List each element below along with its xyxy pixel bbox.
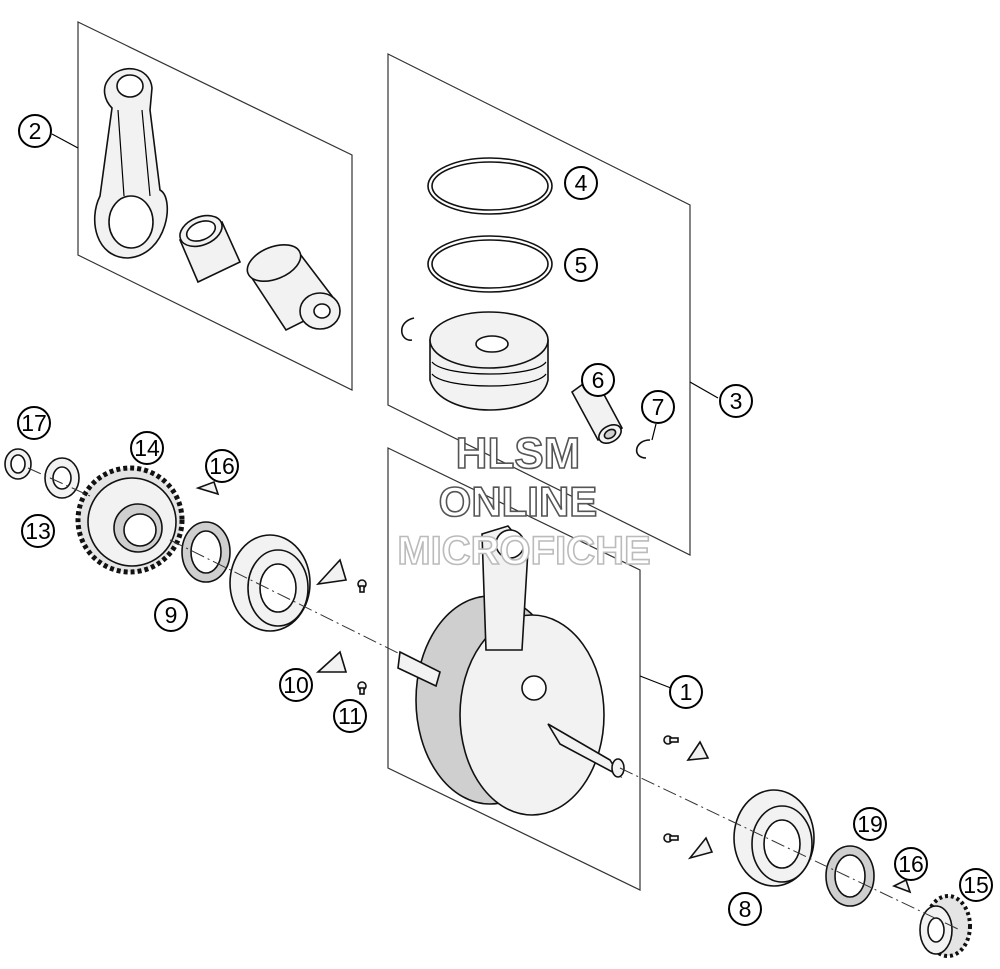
piston-clip-right-part: [635, 439, 651, 459]
svg-text:16: 16: [209, 453, 235, 479]
leader-2: [51, 133, 79, 149]
callout-10: 10: [279, 668, 313, 702]
screw-right-upper-part: [663, 735, 679, 745]
piston-clip-left-part: [400, 317, 415, 341]
svg-text:11: 11: [338, 703, 362, 729]
crankshaft-part: [397, 525, 625, 816]
callout-2: 2: [18, 114, 52, 148]
callout-7: 7: [641, 390, 675, 424]
locking-plate-right-upper-part: [686, 740, 710, 761]
woodruff-key-16-right-part: [892, 878, 912, 894]
piston-ring-1-part: [427, 157, 553, 215]
callout-1: 1: [669, 675, 703, 709]
connecting-rod-part: [93, 67, 168, 259]
piston-ring-2-part: [427, 235, 553, 293]
shaft-seal-19-part: [825, 845, 875, 907]
callout-3: 3: [719, 384, 753, 418]
callout-19: 19: [853, 807, 887, 841]
gear-14-part: [75, 465, 185, 575]
watermark-line-1: HLSM: [456, 429, 581, 478]
locking-plate-right-lower-part: [687, 836, 714, 860]
seal-ring-17-part: [4, 448, 32, 480]
locking-plate-upper-part: [315, 558, 348, 586]
spacer-13-part: [44, 457, 80, 499]
screw-upper-part: [357, 579, 367, 593]
callout-13: 13: [21, 514, 55, 548]
callout-16-right: 16: [894, 847, 928, 881]
svg-text:2: 2: [29, 118, 42, 144]
screw-lower-part: [357, 681, 367, 695]
callout-11: 11: [333, 699, 367, 733]
locking-plate-lower-part: [315, 650, 348, 673]
svg-text:4: 4: [575, 170, 588, 196]
callout-9: 9: [154, 598, 188, 632]
gear-15-part: [919, 894, 972, 958]
callout-4: 4: [564, 166, 598, 200]
main-bearing-right-part: [733, 789, 815, 887]
woodruff-key-16-part: [195, 480, 220, 496]
piston-part: [429, 311, 549, 411]
svg-text:14: 14: [134, 435, 160, 461]
main-bearing-left-part: [229, 534, 311, 632]
svg-text:19: 19: [857, 811, 883, 837]
svg-text:17: 17: [21, 410, 47, 436]
callout-17: 17: [17, 406, 51, 440]
svg-text:3: 3: [730, 388, 743, 414]
piston-pin-part-conrod-panel: [246, 244, 341, 332]
svg-text:7: 7: [652, 394, 665, 420]
svg-text:16: 16: [898, 851, 924, 877]
callout-6: 6: [581, 363, 615, 397]
svg-text:1: 1: [680, 679, 693, 705]
leader-3: [689, 381, 719, 399]
svg-text:13: 13: [25, 518, 51, 544]
svg-text:15: 15: [963, 872, 989, 898]
svg-text:8: 8: [739, 896, 752, 922]
assembly-axis-right: [619, 767, 961, 931]
svg-text:5: 5: [575, 252, 588, 278]
callout-5: 5: [564, 248, 598, 282]
svg-text:10: 10: [283, 672, 309, 698]
shaft-seal-9-part: [181, 521, 231, 583]
watermark-line-3: MICROFICHE: [397, 529, 650, 573]
callout-15: 15: [959, 868, 993, 902]
callout-16-left: 16: [205, 449, 239, 483]
conrod-bearing-part: [178, 214, 242, 284]
callout-14: 14: [130, 431, 164, 465]
assembly-axis-left: [27, 467, 401, 655]
leader-7: [651, 423, 657, 441]
callout-8: 8: [728, 892, 762, 926]
watermark-line-2: ONLINE: [439, 478, 598, 525]
svg-text:6: 6: [592, 367, 605, 393]
svg-text:9: 9: [165, 602, 178, 628]
screw-right-lower-part: [663, 833, 679, 843]
